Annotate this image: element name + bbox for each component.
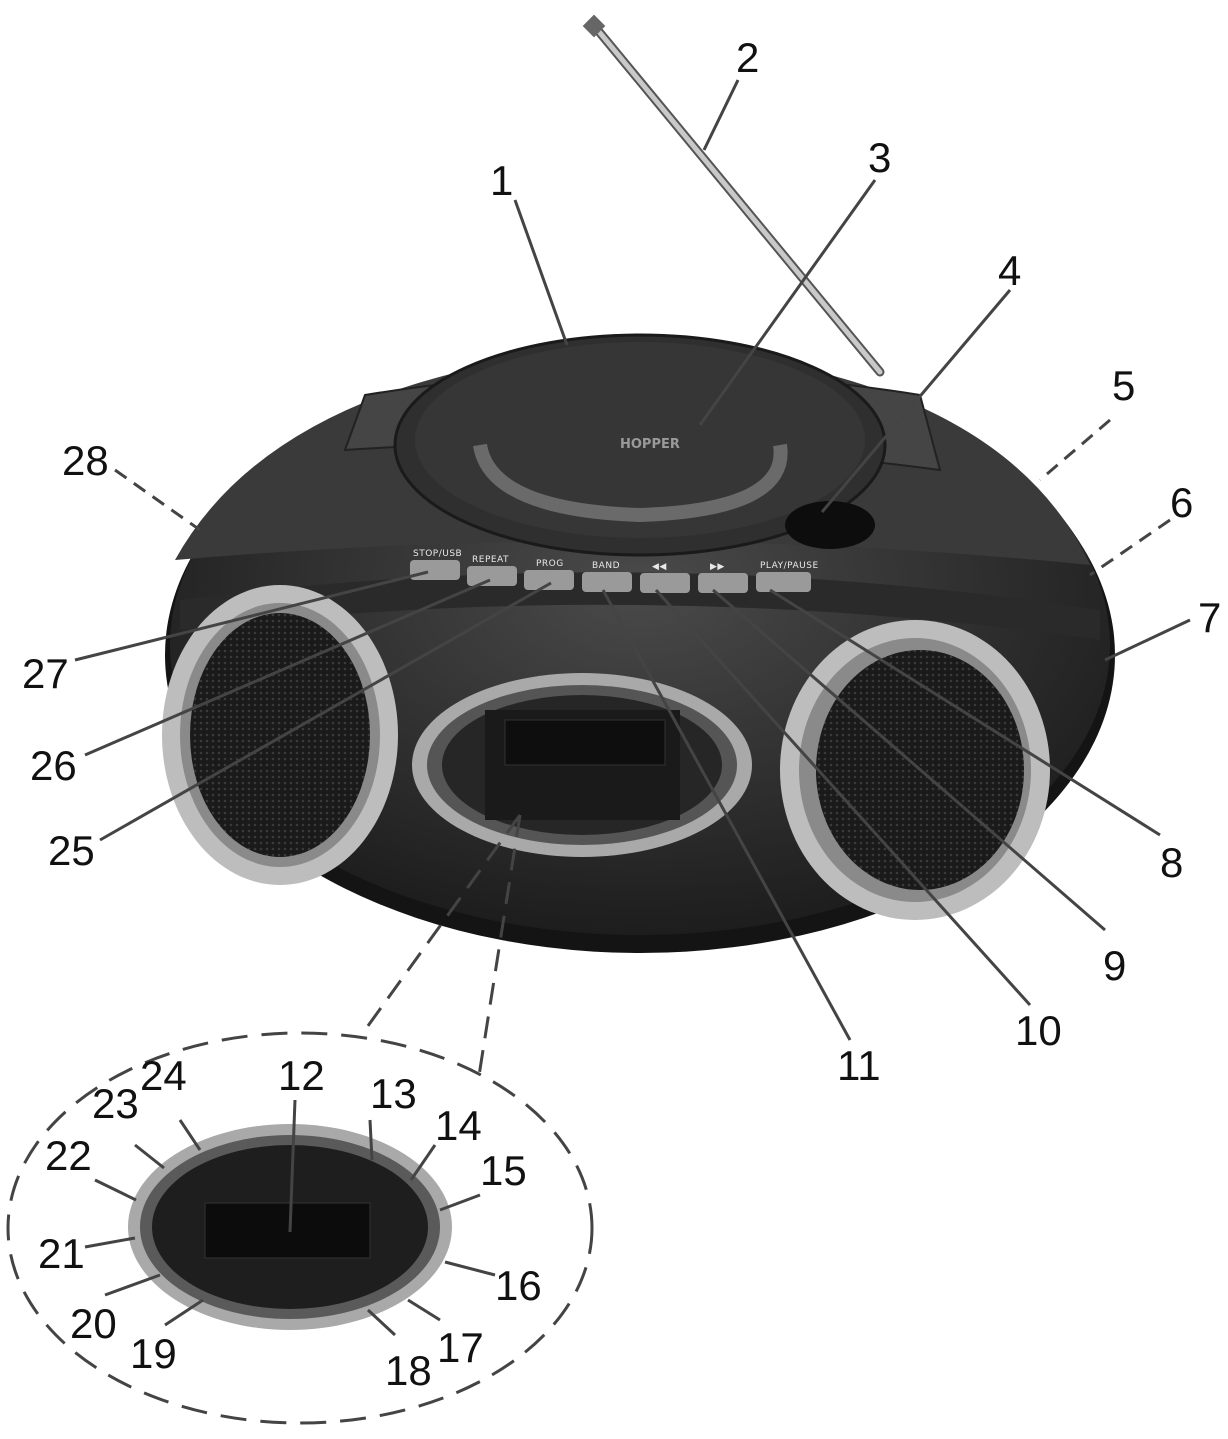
play-pause-button[interactable] [756,572,811,592]
band-button[interactable] [582,572,632,592]
button-label-rewind: ◀◀ [652,562,667,572]
inset-lcd-display [204,1202,371,1259]
callout-17: 17 [437,1324,484,1371]
button-label-forward: ▶▶ [710,562,725,572]
callout-3: 3 [868,134,891,181]
callout-26: 26 [30,742,77,789]
callout-12: 12 [278,1052,325,1099]
callout-numbers: 1 2 3 4 5 6 7 8 9 10 11 12 13 14 15 16 1… [22,34,1221,1394]
button-label-stop-usb: STOP/USB [413,549,462,559]
callout-21: 21 [38,1230,85,1277]
antenna [582,14,885,377]
callout-28: 28 [62,437,109,484]
callout-10: 10 [1015,1007,1062,1054]
callout-11: 11 [837,1042,881,1089]
button-label-play-pause: PLAY/PAUSE [760,561,819,571]
callout-8: 8 [1160,839,1183,886]
callout-15: 15 [480,1147,527,1194]
callout-7: 7 [1198,594,1221,641]
rewind-button[interactable] [640,573,690,593]
callout-20: 20 [70,1300,117,1347]
lcd-display [504,719,666,766]
button-label-repeat: REPEAT [472,555,509,565]
callout-2: 2 [736,34,759,81]
button-label-prog: PROG [536,559,564,569]
callout-23: 23 [92,1080,139,1127]
button-label-band: BAND [592,561,620,571]
top-button-strip: STOP/USB REPEAT PROG BAND ◀◀ ▶▶ PLAY/PAU… [410,549,819,593]
stop-usb-button[interactable] [410,560,460,580]
leader-lines [74,79,1191,1337]
callout-24: 24 [140,1052,187,1099]
callout-6: 6 [1170,479,1193,526]
callout-19: 19 [130,1330,177,1377]
callout-13: 13 [370,1070,417,1117]
fast-forward-button[interactable] [698,573,748,593]
callout-5: 5 [1112,362,1135,409]
callout-22: 22 [45,1132,92,1179]
prog-button[interactable] [524,570,574,590]
callout-25: 25 [48,827,95,874]
callout-27: 27 [22,650,69,697]
callout-18: 18 [385,1347,432,1394]
right-speaker [780,620,1050,920]
callout-16: 16 [495,1262,542,1309]
left-speaker [162,585,398,885]
callout-14: 14 [435,1102,482,1149]
repeat-button[interactable] [467,566,517,586]
callout-1: 1 [490,157,513,204]
front-control-panel [412,673,752,857]
logo-text: HOPPER [620,437,680,452]
callout-9: 9 [1103,942,1126,989]
callout-4: 4 [998,247,1021,294]
